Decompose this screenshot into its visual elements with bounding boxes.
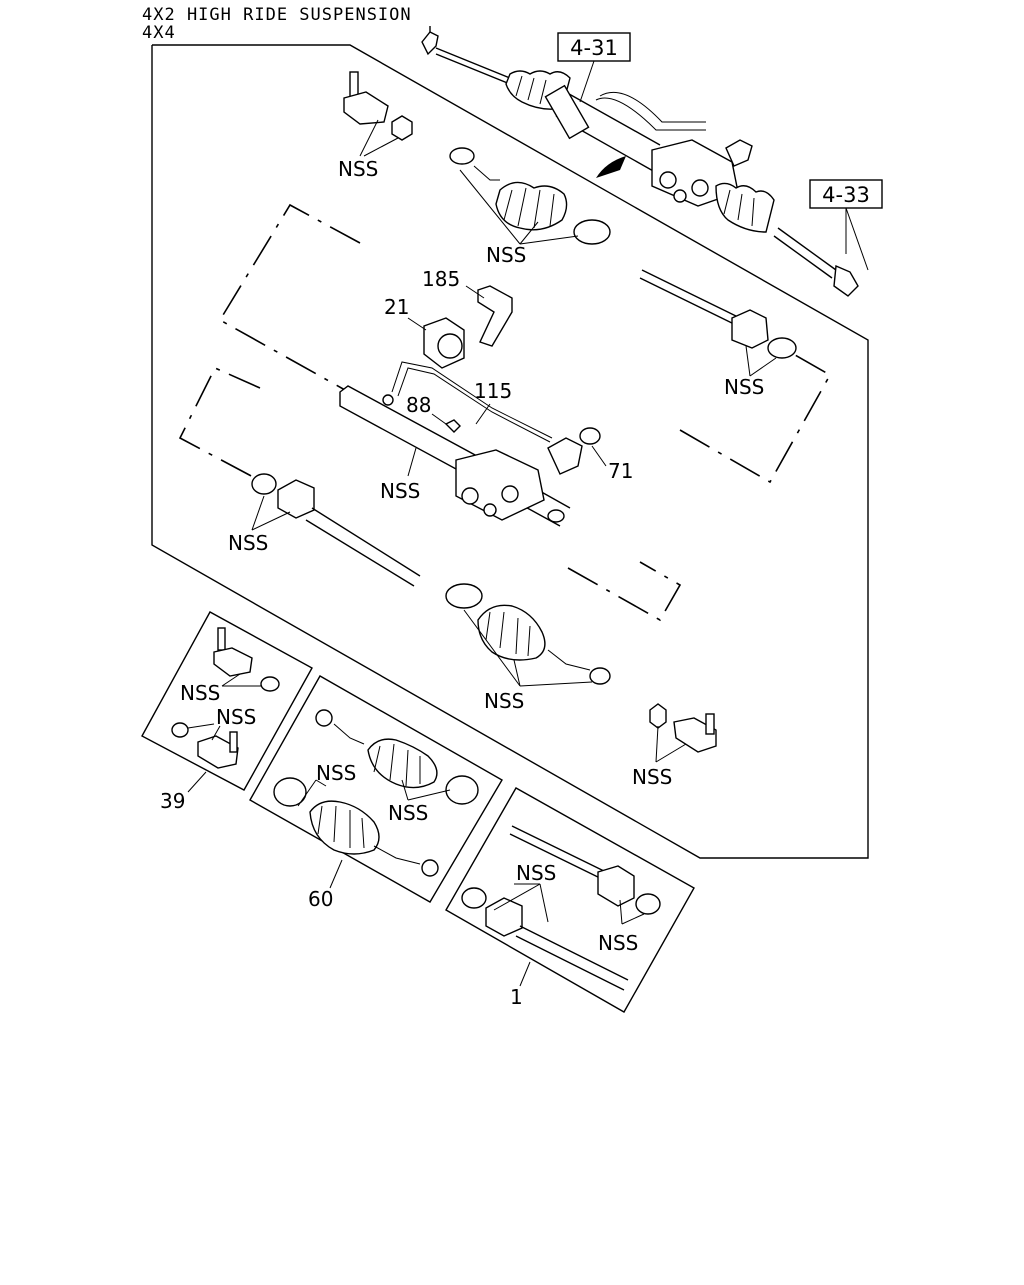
explode-box-upper [218, 203, 361, 391]
pinion-seal-71 [579, 427, 601, 445]
nss-label-5: NSS [484, 689, 524, 713]
main-frame [151, 44, 869, 859]
pinion-top [725, 139, 753, 167]
boot-exploded-lower [477, 604, 546, 661]
callout-60: 60 [308, 887, 333, 911]
explode-box-upper-right [679, 354, 832, 484]
boot-exploded-top [495, 181, 568, 231]
kit60-clamp-large-top [445, 775, 479, 805]
callout-39: 39 [160, 789, 185, 813]
nss-label-6: NSS [632, 765, 672, 789]
tie-rod-end-exploded-top [343, 71, 413, 141]
inner-tie-rod-socket [731, 309, 769, 349]
kit60-boot-bottom [309, 800, 380, 855]
fitting-88 [444, 419, 461, 433]
ref-label-4-33: 4-33 [822, 183, 870, 207]
callout-1: 1 [510, 985, 523, 1009]
explode-box-lower-right [567, 561, 682, 622]
valve-housing-exploded [455, 449, 545, 521]
hydraulic-line-115 [391, 361, 553, 439]
nss-label-kit39-b: NSS [216, 705, 256, 729]
kit-39-parts [171, 627, 280, 769]
kit39-stud-top [217, 627, 226, 651]
nss-label-kit60-b: NSS [388, 801, 428, 825]
callout-115: 115 [474, 379, 512, 403]
kit-box-60 [249, 675, 503, 903]
tie-rod-end-right [833, 264, 859, 297]
kit1-seal-bottom [461, 887, 487, 909]
callout-21: 21 [384, 295, 409, 319]
tie-rod-nut [391, 115, 413, 141]
nss-label-kit60-a: NSS [316, 761, 356, 785]
boot-clamp-1 [449, 147, 475, 165]
nss-label-housing: NSS [380, 479, 420, 503]
kit60-clamp-large-bottom [273, 777, 307, 807]
tie-rod-nut-lower [649, 703, 667, 729]
callout-71: 71 [608, 459, 633, 483]
pinion-valve [547, 437, 583, 475]
inner-tie-rod-lower [251, 473, 421, 587]
ref-label-4-31: 4-31 [570, 36, 618, 60]
kit39-end-bottom [197, 735, 239, 769]
mount-bracket-185 [477, 285, 513, 347]
nss-label-kit1-a: NSS [516, 861, 556, 885]
header-line-2: 4X4 [142, 23, 176, 43]
header-line-1: 4X2 HIGH RIDE SUSPENSION [142, 5, 412, 25]
tie-rod-stud-lower [705, 713, 715, 735]
kit39-nut-top [260, 676, 280, 692]
kit-box-39 [141, 611, 313, 791]
steering-gear-assembly [421, 26, 859, 297]
inner-tie-rod-upper [639, 269, 797, 359]
nss-label-kit1-b: NSS [598, 931, 638, 955]
nss-label-1: NSS [338, 157, 378, 181]
callout-185: 185 [422, 267, 460, 291]
tie-rod-end-left [421, 31, 439, 56]
boot-clamp-3 [445, 583, 483, 609]
tie-rod-end-body [343, 91, 389, 125]
nss-label-3: NSS [724, 375, 764, 399]
kit-60-parts [273, 709, 479, 877]
rack-housing-exploded [339, 385, 601, 527]
kit60-clamp-small-bottom [421, 859, 439, 877]
boot-top-right [715, 182, 775, 233]
boot-clamp-4 [589, 667, 611, 685]
nss-label-2: NSS [486, 243, 526, 267]
mount-bracket [544, 84, 590, 140]
kit39-nut-bottom [171, 722, 189, 738]
inner-tie-rod-seal-lower [251, 473, 277, 495]
kit-box-1 [445, 787, 695, 1013]
kit39-stud-bottom [229, 731, 238, 753]
kit1-socket-top [597, 865, 635, 907]
inner-tie-rod-socket-lower [277, 479, 315, 519]
kit-1-parts [461, 825, 661, 991]
inner-tie-rod-seal [767, 337, 797, 359]
kit60-clamp-small-top [315, 709, 333, 727]
direction-arrow [596, 156, 626, 178]
kit1-seal-top [635, 893, 661, 915]
nss-label-4: NSS [228, 531, 268, 555]
explode-box-lower [178, 366, 261, 479]
kit39-end-top [213, 647, 253, 677]
boot-clamp-2 [573, 219, 611, 245]
callout-88: 88 [406, 393, 431, 417]
nss-label-kit39-a: NSS [180, 681, 220, 705]
kit1-socket-bottom [485, 897, 523, 937]
